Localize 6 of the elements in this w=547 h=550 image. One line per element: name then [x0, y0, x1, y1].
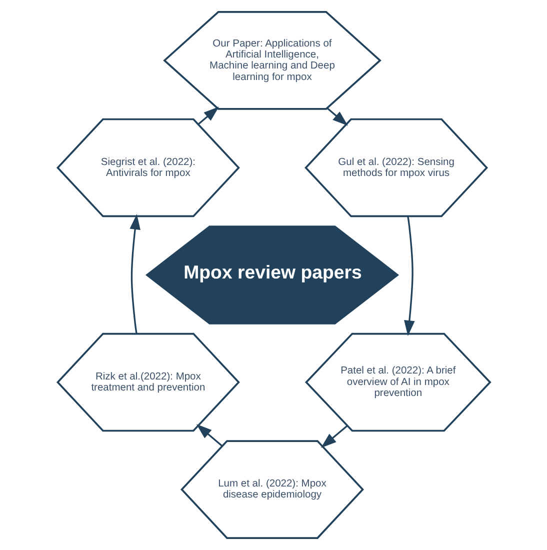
arrow: [404, 216, 414, 336]
arrow: [326, 108, 348, 126]
arrow: [129, 214, 140, 334]
arrow: [320, 425, 348, 448]
arrow: [196, 424, 222, 446]
arrow: [197, 106, 219, 125]
